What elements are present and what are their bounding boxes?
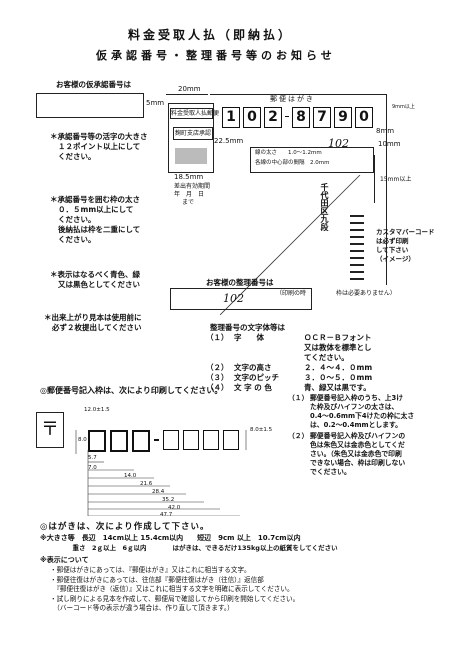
diagonal-line: [220, 175, 361, 316]
zip-digit: 1: [222, 107, 240, 128]
size-spec-line-1: ※大きさ等 長辺 14cm以上 15.4cm以内 短辺 9cm 以上 10.7c…: [40, 534, 301, 542]
dim-20mm: 20mm: [178, 85, 201, 93]
zip-digit: 8: [292, 107, 310, 128]
postal-code-diagram: 〒 12.0±1.5 8.0 8.0±1.5 5.7 7.0 14.0 21.6…: [36, 398, 276, 518]
provisional-no-box: [36, 93, 144, 118]
ref-no-box: 102: [170, 288, 312, 310]
bottom-heading: ◎はがきは、次により作成して下さい。: [40, 522, 210, 532]
dim-15mm: 15mm以上: [380, 176, 412, 183]
dim-9mm: 9mm以上: [392, 104, 415, 110]
format-spec-heading: 整理番号の文字体等は: [210, 323, 285, 332]
dim-label: 28.4: [152, 489, 165, 495]
zip-digit: 0: [243, 107, 261, 128]
postal-note-1: （１）郵便番号記入枠のうち、上3け た枠及びハイフンの太さは、 0.4〜0.6m…: [288, 394, 415, 429]
postal-box-row: [88, 430, 239, 452]
postal-section-heading: ◎郵便番号記入枠は、次により印刷してください。: [40, 386, 223, 395]
dim-label: 42.0: [168, 505, 181, 511]
postmark-box: 〒: [36, 412, 64, 448]
zip-digit: 0: [355, 107, 373, 128]
ref-no-label: お客様の整理番号は: [206, 278, 274, 287]
size-spec-line-2: 重さ 2ｇ以上 6ｇ以内 はがきは、できるだけ135kg以上の紙質をしてください: [40, 544, 338, 552]
line-spec-box: 線の太さ 1.0〜1.2mm 各線の中心部の間隔 2.0mm: [250, 147, 374, 173]
dim-label: 8.0: [78, 437, 87, 443]
note-border-width: ＊承認番号を囲む枠の太さ ０．５mm以上にして ください。 後納払は枠を二重にし…: [50, 195, 141, 244]
dim-label: 14.0: [124, 473, 137, 479]
dim-label: 7.0: [88, 465, 97, 471]
dim-22-5mm: 22.5mm: [214, 137, 244, 145]
postcard-diagram: 郵便はがき 20mm 料金受取人払郵便 麹町支店承認 22.5mm 18.5mm…: [160, 85, 415, 316]
dim-label: 21.6: [140, 481, 153, 487]
dim-18-5mm: 18.5mm: [174, 173, 204, 181]
dim-label: 5.7: [88, 455, 97, 461]
handwritten-number: 102: [328, 137, 349, 150]
dim-10mm: 10mm: [378, 140, 401, 148]
dimension-lines: [75, 430, 247, 516]
display-heading: ※表示について: [40, 556, 89, 564]
dim-label: 8.0±1.5: [250, 427, 273, 433]
dim-5mm: 5mm: [146, 99, 165, 107]
note-color: ＊表示はなるべく青色、緑 又は黒色としてください: [50, 270, 141, 289]
ref-no-caption: （印刷の時 枠は必要ありません）: [276, 290, 396, 297]
dim-label: 47.7: [160, 512, 173, 518]
page-title: 料金受取人払（即納払）: [128, 28, 294, 42]
address-vertical: 千代田区九段: [320, 183, 329, 231]
stamp-bottom-text: 差出有効期間 年 月 日 まで: [174, 183, 211, 206]
postcard-heading: 郵便はがき: [270, 95, 315, 103]
stamp-box: 料金受取人払郵便 麹町支店承認: [168, 103, 219, 173]
display-notes: ・郵便はがきにあっては、『郵便はがき』又はこれに相当する文字。 ・郵便往復はがき…: [50, 566, 300, 612]
zip-digit: 7: [313, 107, 331, 128]
page-subtitle: 仮承認番号・整理番号等のお知らせ: [96, 49, 336, 62]
zip-code-boxes: 1 0 2 8 7 9 0: [222, 107, 373, 128]
format-spec-table: （１） 字 体 ＯＣＲ－Ｂフォント 又は教体を標準とし てください。 （２） 文…: [206, 333, 373, 392]
dim-label: 35.2: [162, 497, 175, 503]
zip-digit: 2: [264, 107, 282, 128]
barcode-image: [350, 215, 364, 283]
barcode-caption: カスタマバーコード は必ず印刷 して下さい （イメージ）: [376, 228, 435, 263]
dim-8mm: 8mm: [376, 127, 395, 135]
zip-digit: 9: [334, 107, 352, 128]
postal-note-2: （２）郵便番号記入枠及びハイフンの 色は朱色又は金赤色としてくだ さい。（朱色又…: [288, 432, 406, 476]
dim-label: 12.0±1.5: [84, 407, 110, 413]
note-font-size: ＊承認番号等の活字の大きさ １２ポイント以上にして ください。: [50, 132, 148, 161]
note-sample: ＊出来上がり見本は使用前に 必ず２枚提出してください: [44, 313, 142, 332]
provisional-no-label: お客様の仮承認番号は: [56, 80, 131, 89]
